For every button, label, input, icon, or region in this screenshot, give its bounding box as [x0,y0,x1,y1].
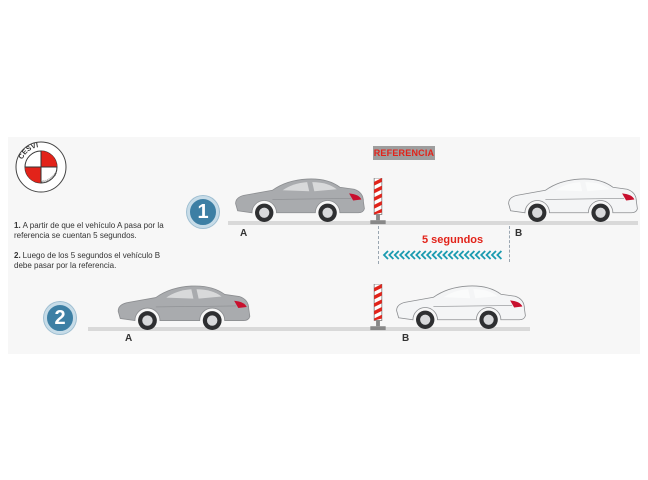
step-1-car-b [508,178,638,223]
arrow-chevron [382,250,389,260]
step-2-car-b [396,285,526,330]
instruction-2-text: Luego de los 5 segundos el vehículo B de… [14,251,161,270]
step-1-car-a-label: A [240,228,248,239]
step-2-car-a-label: A [125,333,133,344]
arrow-chevron [431,250,438,260]
arrow-chevron [469,250,476,260]
interval-arrow [382,250,503,260]
arrow-chevron [490,250,497,260]
arrow-chevron [447,250,454,260]
car-b-dashed-line [509,226,510,262]
instruction-1-text: A partir de que el vehículo A pasa por l… [14,221,164,240]
step-1-reference-post [369,178,387,225]
instruction-2-number: 2. [14,251,21,260]
reference-label: REFERENCIA [373,146,435,160]
cesvi-logo: CESVI ARGENTINA [15,141,67,193]
step-1-car-b-label: B [515,228,523,239]
arrow-chevron [388,250,395,260]
arrow-chevron [452,250,459,260]
instruction-2: 2.Luego de los 5 segundos el vehículo B … [14,251,174,271]
step-1-car-a [235,178,365,223]
arrow-chevron [420,250,427,260]
arrow-chevron [458,250,465,260]
instruction-1-number: 1. [14,221,21,230]
arrow-chevron [496,250,503,260]
step-2-car-b-label: B [402,333,410,344]
arrow-chevron [479,250,486,260]
arrow-chevron [436,250,443,260]
step-2-car-a [117,285,251,331]
interval-label: 5 segundos [422,234,484,246]
arrow-chevron [398,250,405,260]
instruction-1: 1.A partir de que el vehículo A pasa por… [14,221,174,241]
step-1-badge: 1 [187,196,219,228]
step-1-road [228,221,638,225]
arrow-chevron [409,250,416,260]
reference-dashed-line [378,226,379,264]
arrow-chevron [474,250,481,260]
arrow-chevron [463,250,470,260]
arrow-chevron [485,250,492,260]
step-2-reference-post [369,284,387,331]
step-2-road [88,327,530,331]
arrow-chevron [415,250,422,260]
arrow-chevron [393,250,400,260]
arrow-chevron [425,250,432,260]
diagram-panel [8,137,640,354]
step-2-badge: 2 [44,302,76,334]
arrow-chevron [404,250,411,260]
arrow-chevron [442,250,449,260]
